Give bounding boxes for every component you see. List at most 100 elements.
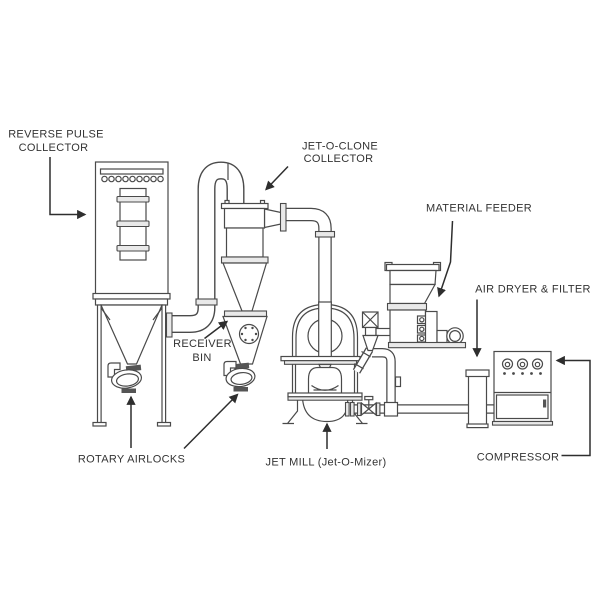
label-receiver-bin: RECEIVER <box>173 338 232 350</box>
motor-mount <box>436 329 448 344</box>
label-rotary-airlocks: ROTARY AIRLOCKS <box>78 454 185 466</box>
hopper-funnel <box>389 283 437 305</box>
label-reverse-pulse-collector: COLLECTOR <box>19 142 89 154</box>
label-receiver-bin: BIN <box>192 352 211 364</box>
collector-leg <box>161 304 167 424</box>
mill-dish <box>311 385 339 391</box>
arrow-compressor <box>555 355 591 457</box>
label-air-dryer-filter: AIR DRYER & FILTER <box>475 284 591 296</box>
collector-to-cyclone-pipe <box>171 161 245 333</box>
mill-base-plate <box>287 392 363 398</box>
rotary-airlock-left <box>107 362 143 393</box>
valve-flange <box>356 402 362 417</box>
gauge <box>501 358 514 370</box>
valve-handle <box>364 395 374 401</box>
leg-braces <box>100 307 163 321</box>
mill-joint-flange <box>349 401 355 417</box>
pipe-flange <box>195 298 218 306</box>
venturi-cone <box>362 334 379 352</box>
airlock-elbow <box>107 362 121 378</box>
bin-top-flange <box>223 310 268 318</box>
mill-lower-walls <box>291 364 359 393</box>
gauge <box>531 358 544 370</box>
material-feeder <box>384 261 467 349</box>
hopper-band <box>386 302 428 311</box>
mill-center-tube <box>318 301 332 359</box>
collector-outlet-flange <box>165 312 173 338</box>
dryer-bottom-cap <box>466 423 489 429</box>
label-jet-mill: JET MILL (Jet-O-Mizer) <box>266 457 387 469</box>
feed-injector <box>352 311 392 374</box>
valve-flange <box>375 402 381 417</box>
feeder-motor-inner <box>449 330 462 343</box>
mill-drum <box>301 397 349 423</box>
cyclone-outlet-flange <box>279 202 287 232</box>
injector-neck <box>364 326 377 337</box>
cyclone-body <box>225 227 264 258</box>
reverse-pulse-collector <box>92 161 173 427</box>
receiver-bin <box>222 310 268 365</box>
collector-base-plate <box>92 292 171 300</box>
mill-flange-plate <box>280 355 361 362</box>
gauge <box>516 358 529 370</box>
air-dryer-filter <box>465 369 490 429</box>
valve-body <box>367 401 377 417</box>
mill-joint-flange <box>344 401 350 417</box>
feeder-platform <box>387 341 467 349</box>
jet-o-clone-collector <box>220 199 287 312</box>
arrow-receiver-bin <box>204 320 229 340</box>
pulse-nozzle-row <box>101 175 164 183</box>
dryer-top-cap <box>465 369 490 378</box>
rotary-airlock-right <box>223 360 256 392</box>
label-jet-o-clone: COLLECTOR <box>304 153 374 165</box>
label-reverse-pulse-collector: REVERSE PULSE <box>8 129 104 141</box>
airlock-body-inner <box>115 373 140 387</box>
hopper-upper <box>389 269 437 286</box>
tee-fitting <box>383 401 399 417</box>
bin-porthole <box>238 323 260 345</box>
cyclone-flange-band <box>220 256 269 264</box>
indicator-dots <box>503 372 542 375</box>
sight-valve-cross <box>362 311 379 328</box>
door-handle <box>543 399 547 408</box>
compressor <box>491 350 554 426</box>
filter-band <box>116 195 150 203</box>
arrow-jet-o-clone <box>265 165 289 191</box>
filter-band <box>116 220 150 228</box>
feeder-discharge-tube <box>424 310 438 344</box>
airlock-elbow <box>223 360 237 377</box>
injector-flange-bands <box>354 350 371 370</box>
cyclone-outlet-cone <box>263 208 282 229</box>
arrow-reverse-pulse-collector <box>49 157 87 220</box>
airlock-outlet-flange <box>121 388 136 393</box>
collector-hopper-cone <box>100 304 163 365</box>
arrow-material-feeder <box>437 220 454 298</box>
mill-leg <box>282 400 299 425</box>
label-jet-o-clone: JET-O-CLONE <box>302 141 378 153</box>
jet-mill <box>280 301 368 425</box>
cyclone-top-box <box>223 207 266 229</box>
pulse-header-bar <box>99 168 164 175</box>
cyclone-to-mill-pipe <box>283 207 336 307</box>
pipe-flange <box>314 230 336 238</box>
collector-foot <box>156 421 172 427</box>
compressor-door <box>495 394 549 420</box>
porthole-bolts <box>240 326 258 342</box>
airlock-outlet-flange <box>233 387 248 392</box>
compressor-base <box>491 420 554 426</box>
collector-foot <box>92 421 107 427</box>
dryer-body <box>467 375 488 426</box>
mill-base-plate-lower <box>287 396 363 401</box>
feeder-to-injector-pipe <box>375 327 392 337</box>
label-compressor: COMPRESSOR <box>477 452 559 464</box>
filter-band <box>116 244 150 252</box>
collector-leg <box>96 304 102 424</box>
riser-fitting <box>394 376 402 388</box>
label-material-feeder: MATERIAL FEEDER <box>426 203 532 215</box>
mill-flange-plate-lower <box>283 360 358 365</box>
collector-frame-bar <box>94 298 169 306</box>
valve-body <box>360 401 370 417</box>
airlock-body-inner <box>230 371 253 386</box>
